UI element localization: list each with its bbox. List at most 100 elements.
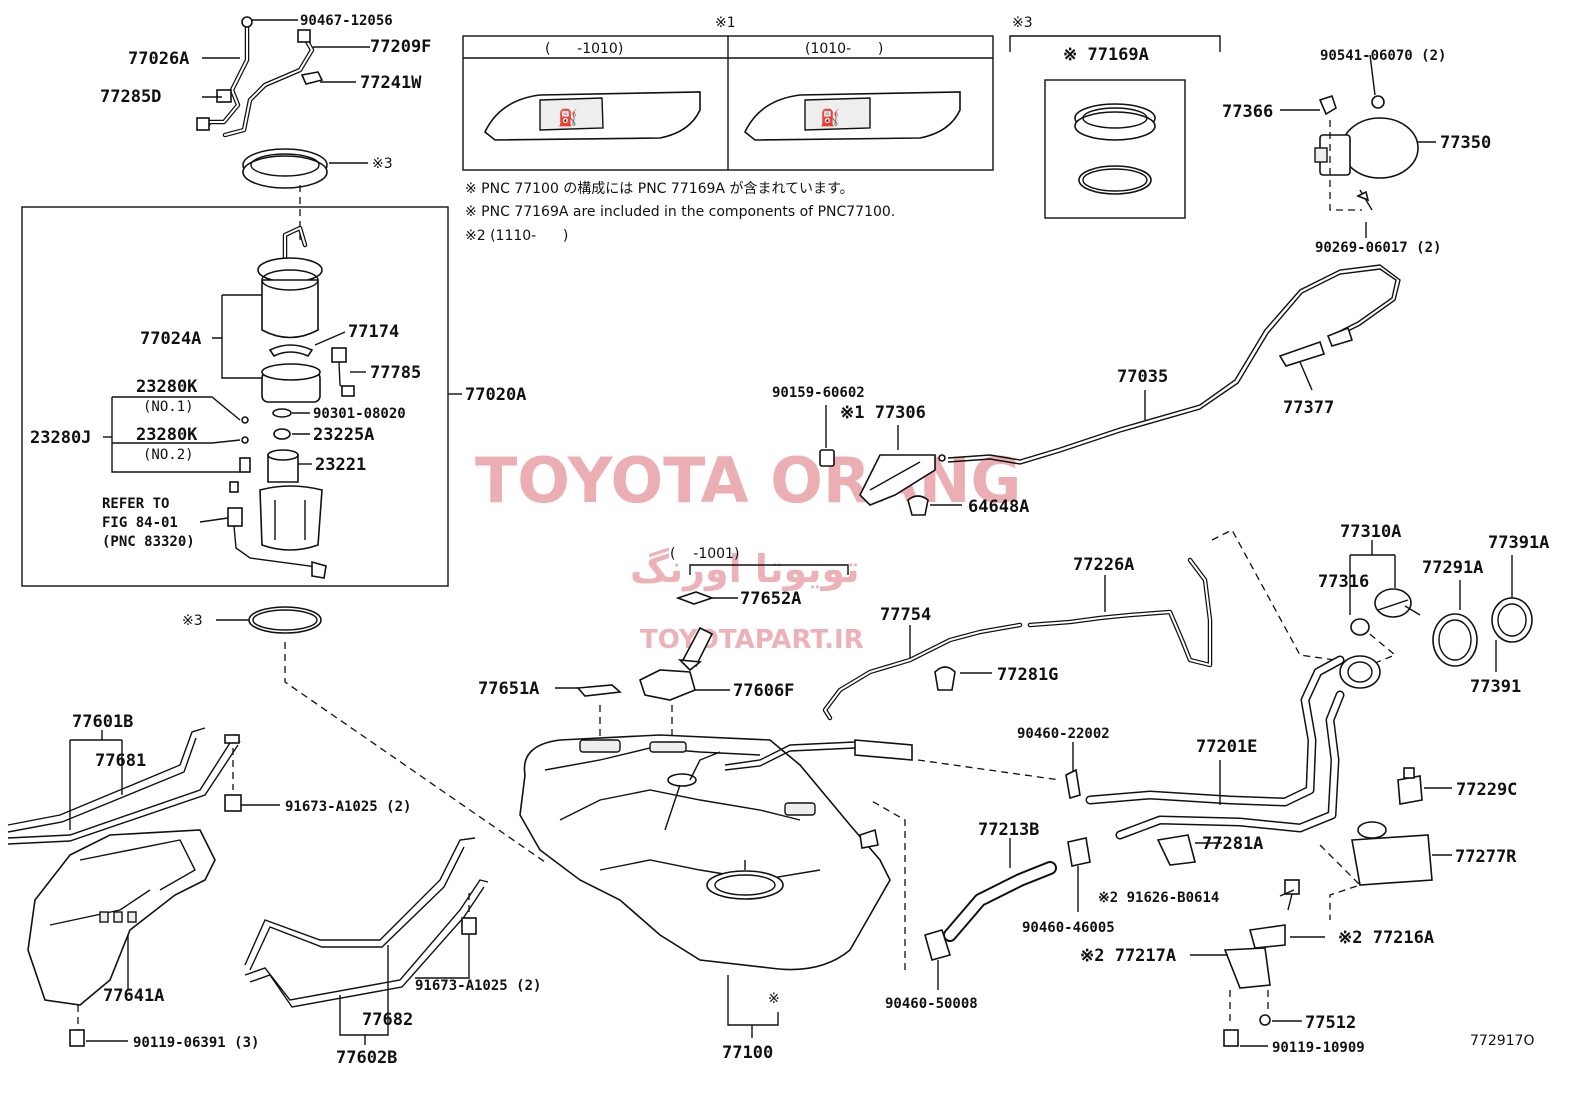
label-ring-3-top: ※3 [372, 156, 393, 172]
watermark-main: TOYOTA ORANG [475, 444, 1021, 517]
label-refer-to: REFER TO [102, 496, 169, 512]
label-77316: 77316 [1318, 572, 1369, 592]
label-77213b: 77213B [978, 820, 1039, 840]
watermark: TOYOTA ORANG تویوتا اورنگ TOYOTAPART.IR [475, 444, 1021, 655]
label-91626-b0614: ※2 91626-B0614 [1098, 890, 1219, 906]
label-77306: ※1 77306 [840, 403, 926, 423]
label-90460-50008: 90460-50008 [885, 996, 978, 1012]
label-77350: 77350 [1440, 133, 1491, 153]
valve-77229c [1397, 767, 1452, 805]
label-77020a: 77020A [465, 385, 526, 405]
clamp-77281a [1156, 834, 1222, 866]
label-77201e: 77201E [1196, 737, 1257, 757]
label-77024a: 77024A [140, 329, 201, 349]
label-77606f: 77606F [733, 681, 794, 701]
fuel-lid-cable [947, 264, 1401, 465]
label-77601b: 77601B [72, 712, 133, 732]
note-japanese: ※ PNC 77100 の構成には PNC 77169A が含まれています。 [465, 181, 854, 197]
label-23225a: 23225A [313, 425, 374, 445]
fuel-lid-opener [819, 405, 962, 516]
label-23280j: 23280J [30, 428, 91, 448]
tank-band-left [7, 727, 241, 845]
label-77277r: 77277R [1455, 847, 1517, 867]
label-77602b: 77602B [336, 1048, 397, 1068]
label-90119-06391: 90119-06391 (3) [133, 1035, 259, 1051]
label-77216a: ※2 77216A [1338, 928, 1434, 948]
label-77754: 77754 [880, 605, 931, 625]
label-range-1010-after: (1010- ) [805, 41, 883, 57]
label-77391: 77391 [1470, 677, 1521, 697]
figure-number: 772917O [1470, 1033, 1534, 1049]
part-labels: 90467-12056 77026A 77209F 77285D 77241W … [30, 13, 1549, 1068]
label-77310a: 77310A [1340, 522, 1401, 542]
label-ring-3-mid: ※3 [182, 613, 203, 629]
note-english: ※ PNC 77169A are included in the compone… [465, 204, 895, 220]
label-star1: ※1 [715, 15, 736, 31]
label-77682: 77682 [362, 1010, 413, 1030]
label-77285d: 77285D [100, 87, 161, 107]
lock-ring-top [242, 148, 328, 189]
label-77641a: 77641A [103, 986, 164, 1006]
label-pnc-83320: (PNC 83320) [102, 534, 195, 550]
label-77174: 77174 [348, 322, 399, 342]
fuel-sender-tubes [196, 16, 324, 138]
label-77209f: 77209F [370, 37, 431, 57]
label-77681: 77681 [95, 751, 146, 771]
label-no1: (NO.1) [143, 399, 194, 415]
label-90541-06070: 90541-06070 (2) [1320, 48, 1446, 64]
label-77652a: 77652A [740, 589, 801, 609]
label-23280k-no2: 23280K [136, 425, 198, 445]
tank-protector [27, 829, 216, 1047]
label-23221: 23221 [315, 455, 366, 475]
label-90301-08020: 90301-08020 [313, 406, 406, 422]
label-range-1010-before: ( -1010) [545, 41, 623, 57]
label-77281g: 77281G [997, 665, 1058, 685]
label-77281a: 77281A [1202, 834, 1263, 854]
label-91673-a1025-top: 91673-A1025 (2) [285, 799, 411, 815]
gasket-ring [216, 606, 546, 863]
label-23280k-no1: 23280K [136, 377, 198, 397]
variant-box: ⛽ ⛽ [462, 35, 994, 171]
label-90467-12056: 90467-12056 [300, 13, 393, 29]
label-90159-60602: 90159-60602 [772, 385, 865, 401]
pump-assembly-box [21, 206, 449, 587]
label-77217a: ※2 77217A [1080, 946, 1176, 966]
tank-band-right [244, 837, 489, 1045]
label-no2: (NO.2) [143, 447, 194, 463]
cover-variant-b: ⛽ [744, 91, 961, 141]
label-77026a: 77026A [128, 49, 189, 69]
ring-kit-box [1009, 35, 1221, 219]
fuel-lid [1280, 54, 1436, 238]
label-star3-box: ※3 [1012, 15, 1033, 31]
label-77229c: 77229C [1456, 780, 1517, 800]
label-77100: 77100 [722, 1043, 773, 1063]
fuel-pump-assembly [227, 225, 355, 579]
label-star-tank: ※ [768, 991, 780, 1007]
fuel-pump-icon: ⛽ [558, 108, 578, 127]
watermark-farsi: تویوتا اورنگ [630, 547, 860, 592]
label-77651a: 77651A [478, 679, 539, 699]
label-77377: 77377 [1283, 398, 1334, 418]
label-fig-84-01: FIG 84-01 [102, 515, 178, 531]
label-64648a: 64648A [968, 497, 1029, 517]
clamp-90460-22002 [1065, 742, 1081, 800]
note-star2-range: ※2 (1110- ) [465, 228, 568, 244]
label-77226a: 77226A [1073, 555, 1134, 575]
evap-tube [822, 622, 1023, 721]
tank-pads [555, 564, 849, 701]
watermark-site: TOYOTAPART.IR [640, 625, 864, 655]
clamp-77281g [934, 666, 992, 691]
fuel-tank [519, 705, 913, 1038]
label-90460-22002: 90460-22002 [1017, 726, 1110, 742]
label-77169a: ※ 77169A [1063, 45, 1149, 65]
label-91673-a1025-bottom: 91673-A1025 (2) [415, 978, 541, 994]
label-77241w: 77241W [360, 73, 422, 93]
label-77785: 77785 [370, 363, 421, 383]
label-77291a: 77291A [1422, 558, 1483, 578]
hose-77213b [869, 799, 1091, 990]
bracket-assembly [1190, 879, 1325, 1047]
breather-tube [1027, 557, 1213, 668]
label-77366: 77366 [1222, 102, 1273, 122]
filler-cap-parts [1349, 540, 1533, 672]
